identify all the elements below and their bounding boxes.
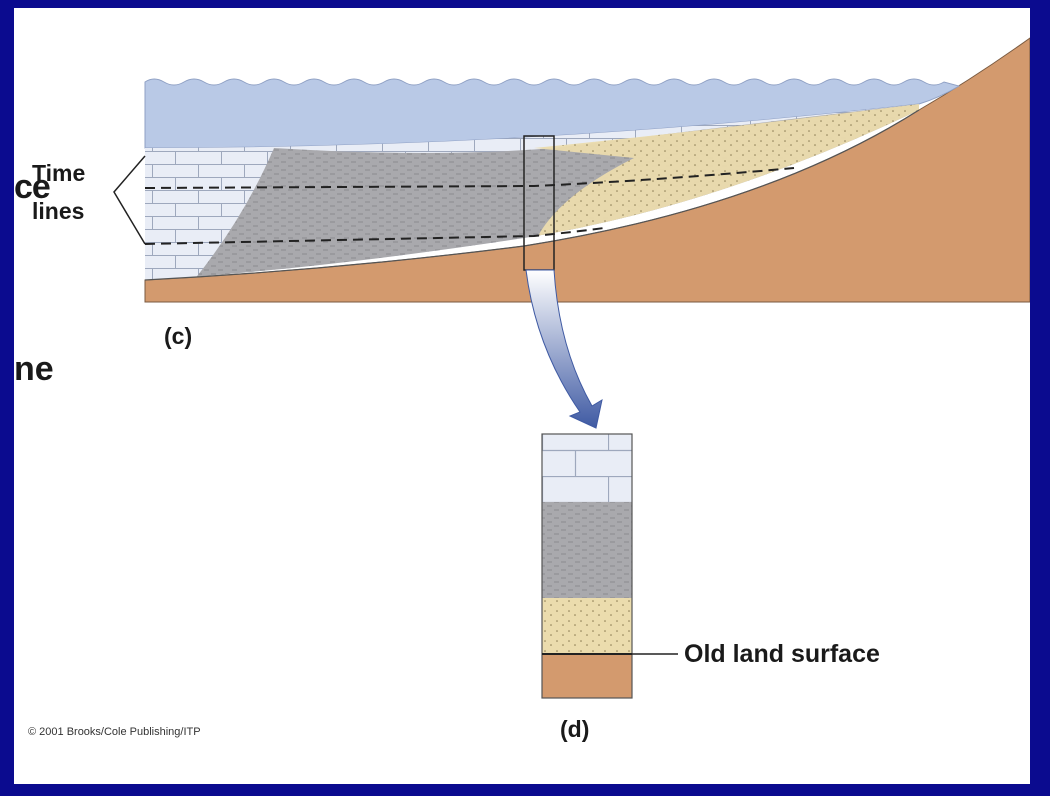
title-fragment-ce: ce	[14, 168, 51, 206]
sedimentary-cross-section	[113, 37, 1030, 699]
time-lines-label-line1: Time	[32, 160, 86, 186]
old-land-surface-label: Old land surface	[684, 640, 880, 668]
curved-arrow	[525, 269, 603, 429]
time-lines-label-line2: lines	[32, 198, 85, 224]
panel-c-label: (c)	[164, 323, 193, 349]
copyright-notice: © 2001 Brooks/Cole Publishing/ITP	[28, 726, 201, 738]
time-line-lower	[144, 227, 605, 245]
sea-water	[144, 78, 961, 149]
slide: ce ne Time lines (c) (d) Old land surfac…	[14, 8, 1030, 784]
panel-d-label: (d)	[560, 716, 590, 742]
stratigraphic-column	[541, 433, 633, 699]
time-lines-bracket	[113, 155, 146, 245]
title-fragment-ne: ne	[14, 350, 54, 388]
